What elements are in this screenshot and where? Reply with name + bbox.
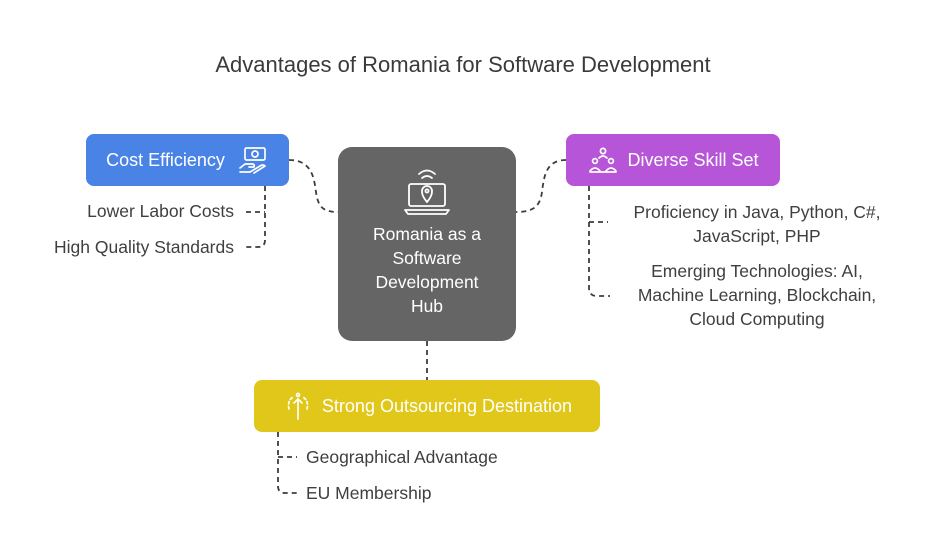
connector-cost-items bbox=[246, 186, 266, 248]
cost-item-1: Lower Labor Costs bbox=[87, 201, 234, 221]
center-line-2: Software bbox=[392, 248, 462, 268]
diverse-skill-set-label: Diverse Skill Set bbox=[627, 149, 759, 170]
skills-item-1: Proficiency in Java, Python, C#, JavaScr… bbox=[612, 200, 902, 248]
diverse-skill-set-node: Diverse Skill Set bbox=[566, 134, 780, 186]
skills-item-2-line-2: Machine Learning, Blockchain, bbox=[637, 285, 877, 305]
laptop-location-icon bbox=[402, 166, 452, 218]
money-hand-icon bbox=[237, 144, 269, 176]
cost-efficiency-node: Cost Efficiency bbox=[86, 134, 289, 186]
outsourcing-label: Strong Outsourcing Destination bbox=[321, 395, 573, 416]
center-line-1: Romania as a bbox=[373, 224, 481, 244]
connector-skills-items bbox=[588, 186, 610, 297]
connector-cost-to-center bbox=[288, 159, 339, 213]
skills-item-2-line-1: Emerging Technologies: AI, bbox=[651, 261, 863, 281]
outsourcing-item-2: EU Membership bbox=[306, 483, 432, 503]
connector-outsourcing-items bbox=[277, 432, 297, 494]
cost-efficiency-label: Cost Efficiency bbox=[106, 149, 225, 170]
cost-item-2: High Quality Standards bbox=[54, 237, 234, 257]
skills-item-2-line-3: Cloud Computing bbox=[689, 309, 825, 329]
connector-skills-to-center bbox=[515, 159, 567, 213]
center-node-label: Romania as a Software Development Hub bbox=[338, 222, 516, 318]
skills-item-1-line-1: Proficiency in Java, Python, C#, bbox=[633, 202, 881, 222]
people-group-icon bbox=[587, 144, 619, 176]
skills-item-1-line-2: JavaScript, PHP bbox=[693, 226, 821, 246]
navigation-signpost-icon bbox=[282, 390, 314, 422]
center-line-4: Hub bbox=[410, 296, 444, 316]
outsourcing-node: Strong Outsourcing Destination bbox=[254, 380, 600, 432]
center-line-3: Development bbox=[375, 272, 479, 292]
diagram-title: Advantages of Romania for Software Devel… bbox=[215, 52, 711, 77]
center-node bbox=[338, 147, 516, 341]
skills-item-2: Emerging Technologies: AI, Machine Learn… bbox=[612, 259, 902, 331]
outsourcing-item-1: Geographical Advantage bbox=[306, 447, 498, 467]
